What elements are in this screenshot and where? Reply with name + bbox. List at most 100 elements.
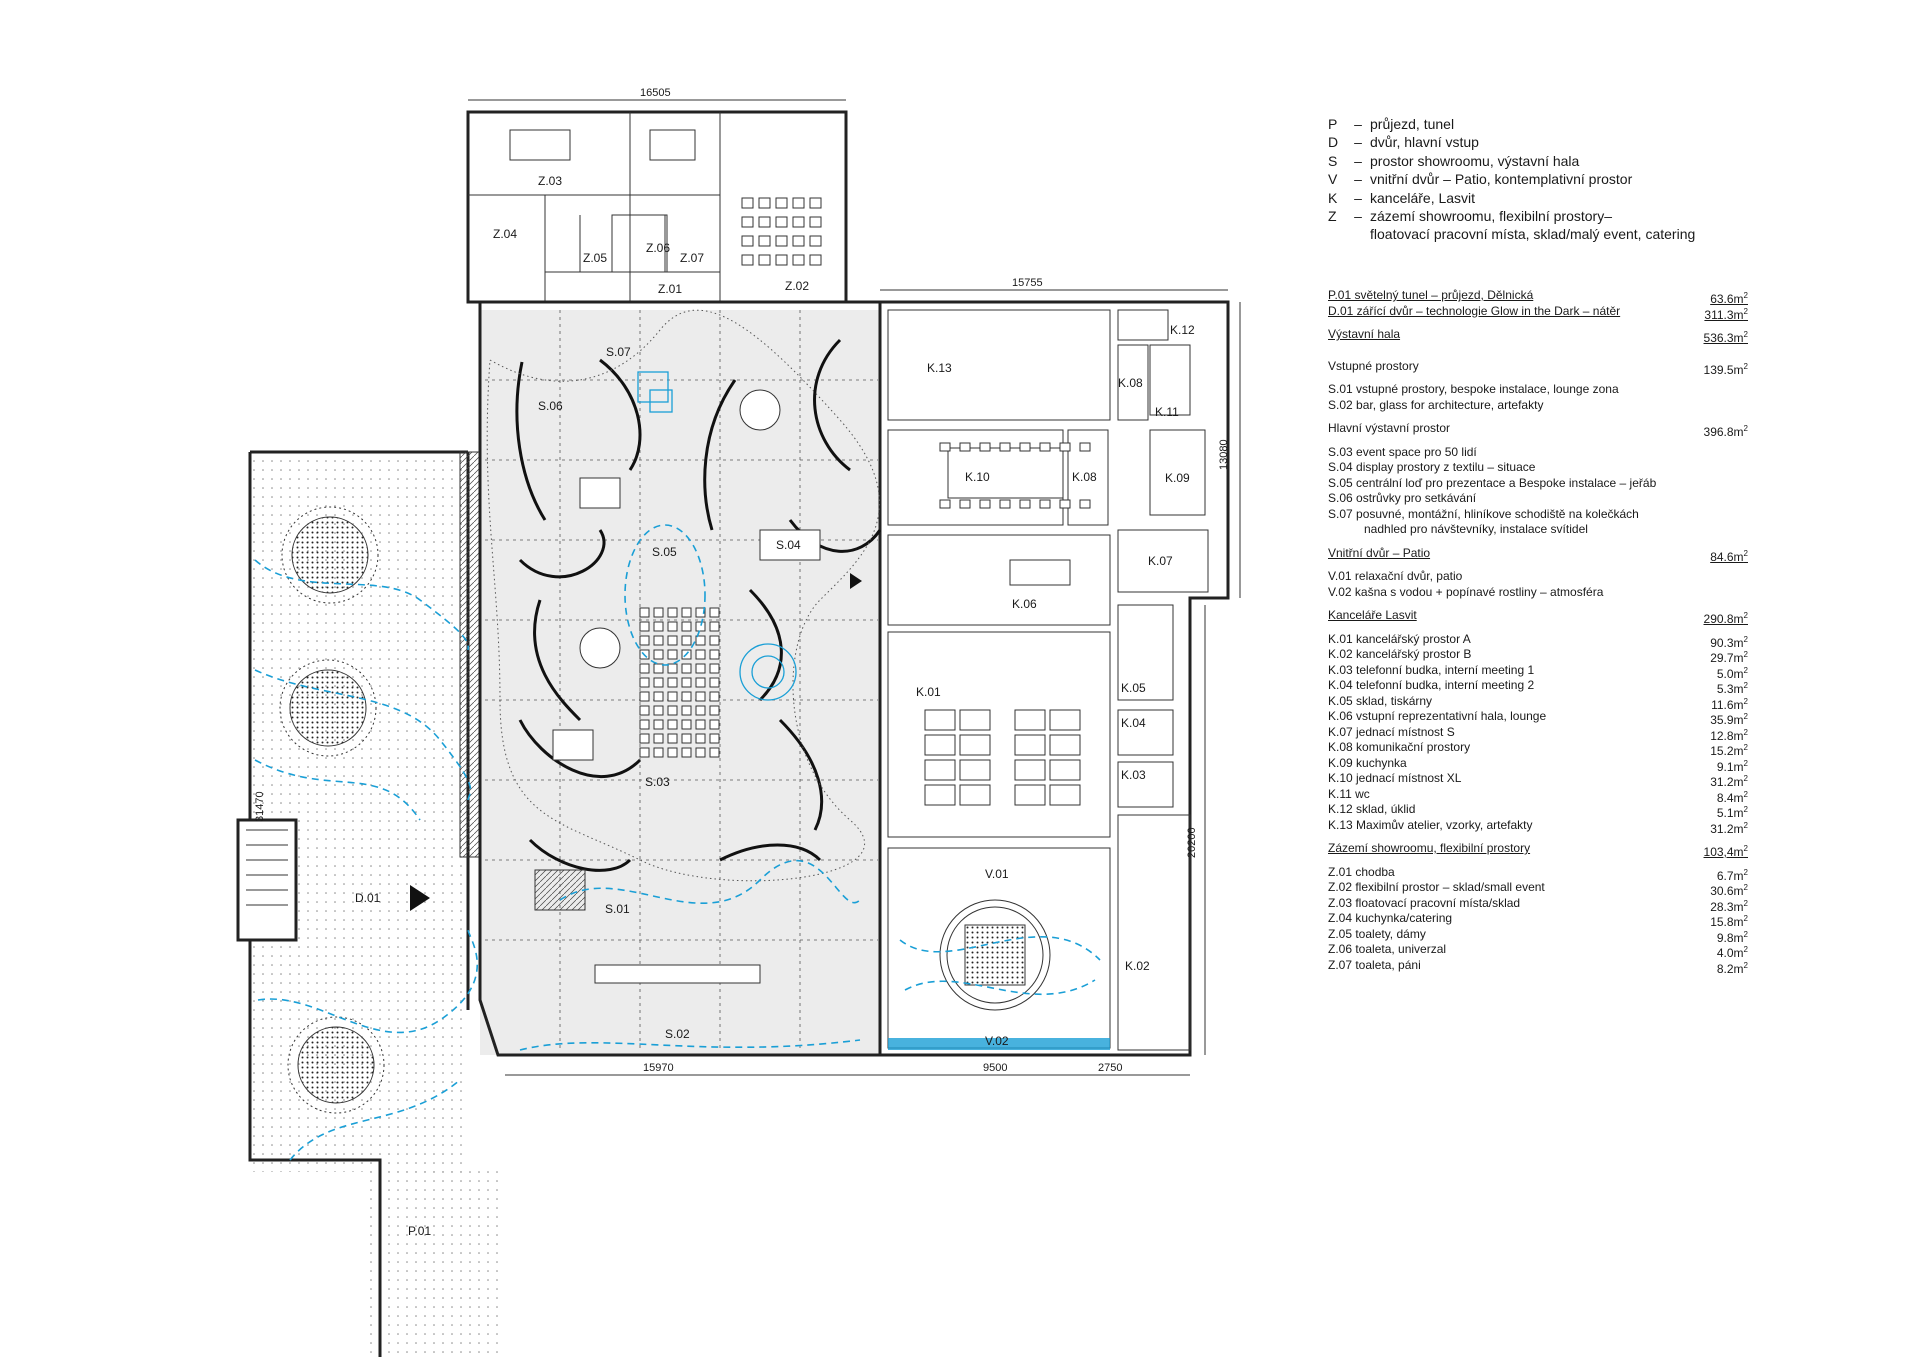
seat xyxy=(695,691,706,702)
seat xyxy=(792,235,805,247)
dimension-label: 16505 xyxy=(640,87,671,99)
seat xyxy=(653,691,664,702)
area-item: V.02 kašna s vodou + popínavé rostliny –… xyxy=(1328,584,1604,599)
seat xyxy=(775,216,788,228)
seat xyxy=(667,705,678,716)
seat xyxy=(639,747,650,758)
area-item: S.04 display prostory z textilu – situac… xyxy=(1328,460,1536,474)
dimension-label: 20200 xyxy=(1186,827,1198,858)
room-label: K.04 xyxy=(1121,716,1146,730)
dimension-label: 2750 xyxy=(1098,1062,1122,1074)
desk xyxy=(924,709,956,731)
room-label: Z.05 xyxy=(583,251,607,265)
seat xyxy=(709,747,720,758)
seat xyxy=(1039,442,1051,452)
seat xyxy=(1079,442,1091,452)
area-item: S.06 ostrůvky pro setkávání xyxy=(1328,491,1477,505)
desk xyxy=(1014,759,1046,781)
seat xyxy=(695,719,706,730)
seat xyxy=(809,197,822,209)
legend-continuation: floatovací pracovní místa, sklad/malý ev… xyxy=(1370,226,1696,243)
seat xyxy=(681,733,692,744)
seat xyxy=(758,254,771,266)
seat xyxy=(758,216,771,228)
seat xyxy=(653,663,664,674)
desk xyxy=(959,709,991,731)
room-label: K.12 xyxy=(1170,323,1195,337)
seat xyxy=(639,677,650,688)
seat xyxy=(695,663,706,674)
seat xyxy=(741,235,754,247)
room-label: Z.01 xyxy=(658,282,682,296)
room-label: Z.06 xyxy=(646,241,670,255)
room-label: K.09 xyxy=(1165,471,1190,485)
desk xyxy=(924,734,956,756)
floor-plan: D.01 P.01 Z.03 Z.04 Z.05 Z.06 Z.07 Z.01 … xyxy=(236,87,1241,1357)
desk xyxy=(959,784,991,806)
seat xyxy=(695,747,706,758)
room-label: K.11 xyxy=(1155,405,1179,419)
room-label: V.02 xyxy=(985,1034,1009,1048)
seat xyxy=(639,719,650,730)
room-label: K.13 xyxy=(927,361,952,375)
seat xyxy=(999,442,1011,452)
room-label: K.06 xyxy=(1012,597,1037,611)
seat xyxy=(653,621,664,632)
seat xyxy=(667,621,678,632)
seat xyxy=(939,499,951,509)
room-label: K.10 xyxy=(965,470,990,484)
seat xyxy=(695,607,706,618)
wing-z: Z.03 Z.04 Z.05 Z.06 Z.07 Z.01 Z.02 xyxy=(466,110,848,304)
seat xyxy=(681,635,692,646)
area-item: nadhled pro návštevníky, instalace svíti… xyxy=(1364,522,1588,536)
seat xyxy=(741,216,754,228)
legend-item: K–kanceláře, Lasvit xyxy=(1328,189,1476,206)
seat xyxy=(758,235,771,247)
seat xyxy=(681,691,692,702)
seat xyxy=(775,235,788,247)
seat xyxy=(959,499,971,509)
seat xyxy=(639,705,650,716)
desk xyxy=(1049,759,1081,781)
seat xyxy=(653,635,664,646)
exhibition-hall: S.07 S.06 S.05 S.04 S.03 S.01 S.02 xyxy=(478,300,882,1057)
area-item: S.02 bar, glass for architecture, artefa… xyxy=(1328,397,1544,412)
seat xyxy=(979,442,991,452)
seat xyxy=(667,677,678,688)
room-label: S.06 xyxy=(538,399,563,413)
seat xyxy=(695,733,706,744)
desk xyxy=(1049,784,1081,806)
seat xyxy=(667,663,678,674)
seat xyxy=(667,691,678,702)
seat xyxy=(653,677,664,688)
room-label: K.07 xyxy=(1148,554,1173,568)
seat xyxy=(809,235,822,247)
room-label: K.08 xyxy=(1118,376,1143,390)
seat xyxy=(639,663,650,674)
seat xyxy=(653,607,664,618)
room-label: S.04 xyxy=(776,538,801,552)
seat xyxy=(653,705,664,716)
dimension-label: 31470 xyxy=(254,791,266,822)
seat xyxy=(775,254,788,266)
dimensions: 16505 15755 13080 20200 31470 15970 9500… xyxy=(254,87,1241,1076)
seat xyxy=(792,216,805,228)
seat xyxy=(681,621,692,632)
legend-item: V–vnitřní dvůr – Patio, kontemplativní p… xyxy=(1328,171,1633,188)
seat xyxy=(667,733,678,744)
